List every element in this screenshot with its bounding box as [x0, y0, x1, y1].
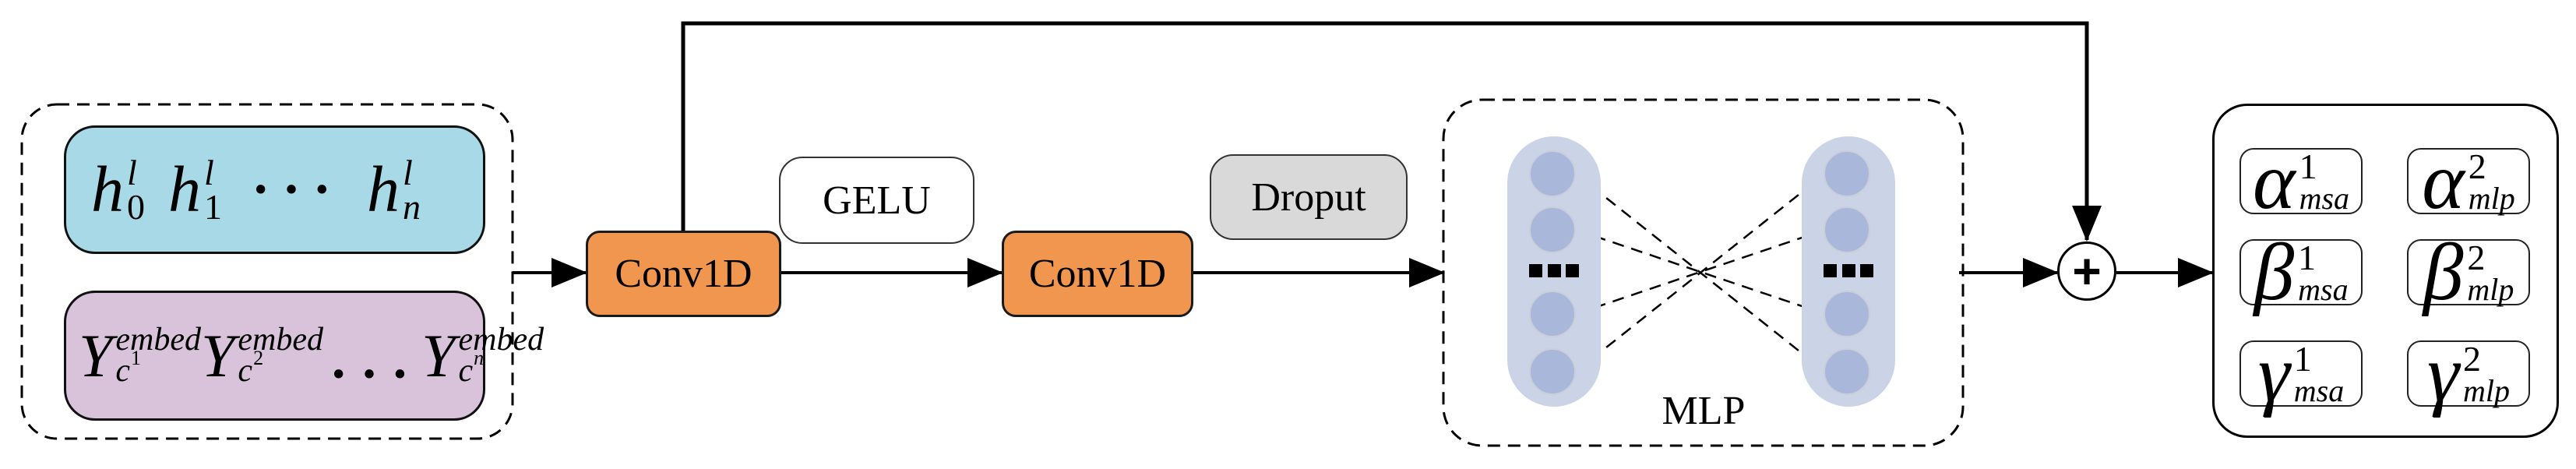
math-sub-sup: n [474, 346, 485, 369]
neuron [1824, 291, 1870, 337]
mlp-label: MLP [1662, 389, 1746, 433]
math-sup: 2 [2462, 338, 2481, 379]
math-sub: mlp [2462, 372, 2510, 408]
math-sup: 1 [2298, 237, 2317, 277]
math-sup: 1 [2293, 338, 2312, 379]
math-sup: embed [458, 321, 544, 358]
neuron [1824, 206, 1870, 253]
conv1d-block-2: Conv1D [1002, 231, 1193, 317]
math-sub: c [458, 352, 474, 389]
mlp-output-layer [1802, 136, 1895, 407]
mlp-connection-line [1575, 228, 1826, 316]
math-sup: l [403, 152, 413, 192]
neuron [1529, 150, 1576, 197]
math-sup: embed [238, 321, 324, 358]
math-sub: 0 [127, 186, 145, 227]
neuron [1529, 348, 1576, 395]
dropout-block: Droput [1210, 154, 1408, 240]
skip-connection-line [681, 21, 2102, 242]
math-sub: msa [2299, 180, 2350, 216]
mlp-input-layer [1507, 136, 1601, 407]
math-sub: msa [2298, 271, 2349, 307]
math-sup: 2 [2467, 237, 2486, 277]
mlp-connection-line [1575, 173, 1826, 372]
ellipsis-icon [1529, 264, 1579, 277]
neuron [1529, 206, 1576, 253]
math-sub: mlp [2468, 180, 2515, 216]
gelu-block: GELU [779, 157, 974, 244]
neuron [1824, 150, 1870, 197]
math-sub: msa [2293, 372, 2345, 408]
neuron [1529, 291, 1576, 337]
math-sup: embed [115, 321, 202, 358]
math-sup: 2 [2468, 146, 2486, 186]
conv1d-block-1: Conv1D [586, 231, 781, 317]
math-sub: n [403, 186, 421, 227]
math-sub: mlp [2467, 271, 2514, 307]
math-sub: 1 [203, 186, 222, 227]
math-sub-sup: 2 [253, 346, 264, 369]
mlp-connection-line [1575, 228, 1826, 316]
ellipsis-icon [1824, 264, 1873, 277]
math-sub-sup: 1 [131, 346, 142, 369]
sum-node: + [2057, 242, 2116, 301]
math-sup: 1 [2299, 146, 2317, 186]
math-sub: c [115, 352, 131, 389]
math-sub: c [238, 352, 253, 389]
neuron [1824, 348, 1870, 395]
math-sup: l [203, 152, 214, 192]
math-sup: l [127, 152, 137, 192]
